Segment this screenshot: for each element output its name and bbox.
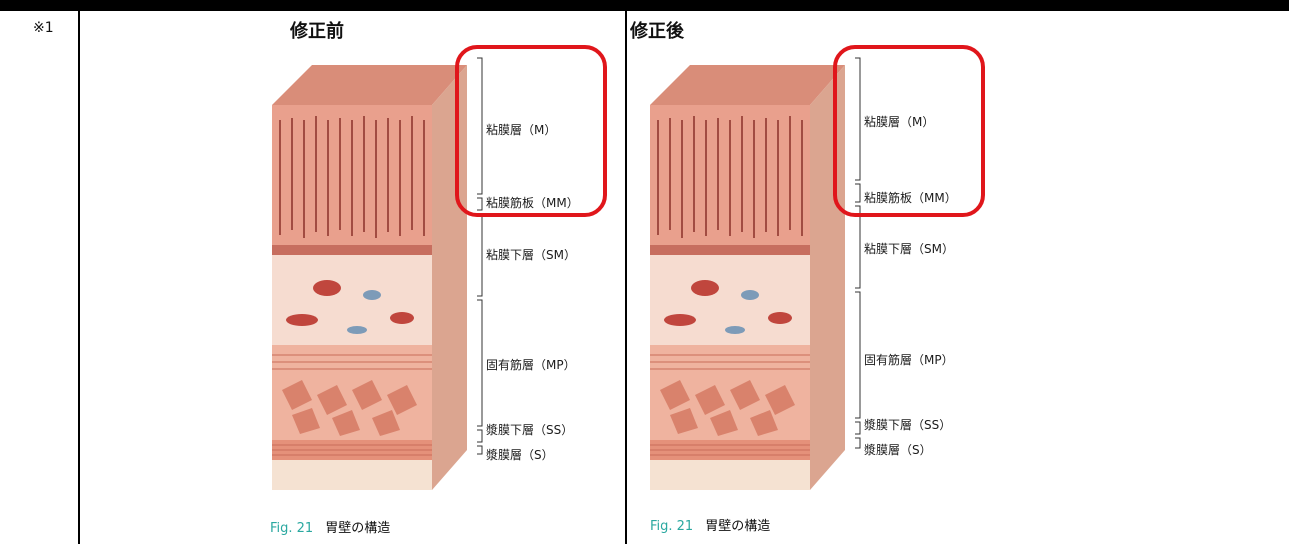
highlight-box-before: [455, 45, 607, 217]
panel-title-after: 修正後: [630, 17, 684, 43]
panel-title-before: 修正前: [290, 17, 344, 43]
top-border: [0, 0, 1289, 11]
layer-label-sm: 粘膜下層（SM）: [486, 246, 576, 263]
layer-label-mp: 固有筋層（MP）: [864, 351, 954, 368]
layer-label-ss: 漿膜下層（SS）: [486, 421, 573, 438]
layer-label-sm: 粘膜下層（SM）: [864, 240, 954, 257]
figure-number: Fig. 21: [650, 519, 693, 534]
figure-title: 胃壁の構造: [705, 519, 770, 534]
layer-label-mp: 固有筋層（MP）: [486, 356, 576, 373]
figure-caption-before: Fig. 21 胃壁の構造: [270, 517, 390, 536]
highlight-box-after: [833, 45, 985, 217]
column-divider-1: [78, 11, 80, 544]
figure-title: 胃壁の構造: [325, 521, 390, 536]
figure-number: Fig. 21: [270, 521, 313, 536]
layer-label-ss: 漿膜下層（SS）: [864, 416, 951, 433]
note-mark: ※1: [33, 20, 54, 36]
layer-label-s: 漿膜層（S）: [864, 441, 932, 458]
column-divider-2: [625, 11, 627, 544]
layer-label-s: 漿膜層（S）: [486, 446, 554, 463]
figure-caption-after: Fig. 21 胃壁の構造: [650, 515, 770, 534]
